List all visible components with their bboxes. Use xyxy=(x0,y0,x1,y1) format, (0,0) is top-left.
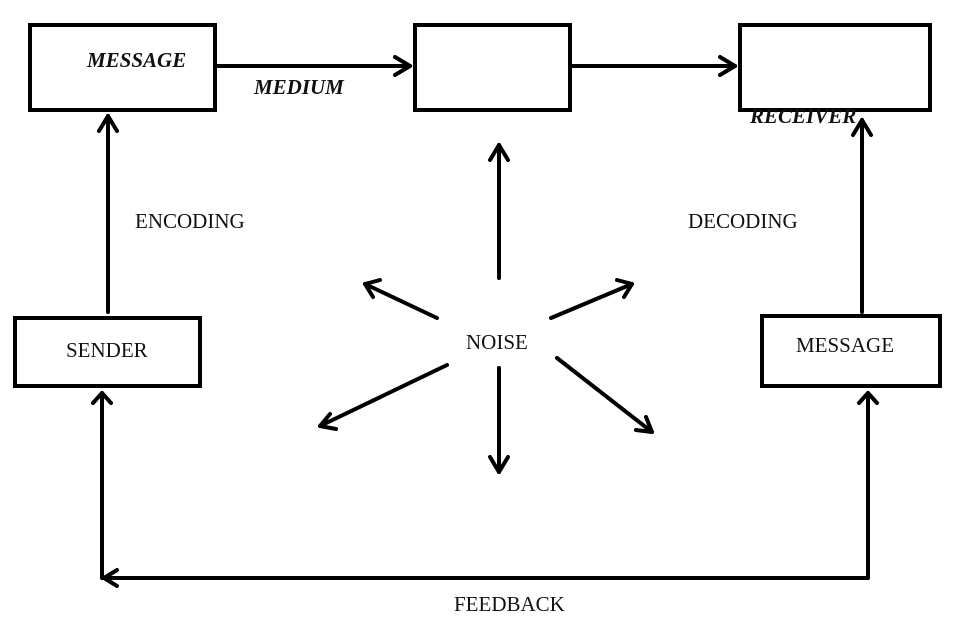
noise-arrow-lower-right xyxy=(555,356,654,434)
feedback-label: FEEDBACK xyxy=(454,592,565,616)
medium-label: MEDIUM xyxy=(253,75,345,99)
sender-label: SENDER xyxy=(66,338,148,362)
noise-arrow-lower-left xyxy=(318,363,449,431)
arrow-encoding xyxy=(97,114,119,314)
sender-box xyxy=(13,316,202,388)
message-label-top: MESSAGE xyxy=(86,48,186,72)
arrow-medium-to-receiver xyxy=(568,55,737,77)
message-box-right xyxy=(760,314,942,388)
arrow-decoding xyxy=(851,118,873,314)
message-label-right: MESSAGE xyxy=(796,333,894,357)
receiver-box xyxy=(738,23,932,112)
noise-arrow-upper-left xyxy=(363,278,439,320)
noise-arrow-up xyxy=(488,143,510,280)
encoding-label: ENCODING xyxy=(135,209,245,233)
decoding-label: DECODING xyxy=(688,209,798,233)
noise-arrow-upper-right xyxy=(549,278,634,320)
noise-label: NOISE xyxy=(466,330,528,354)
receiver-label: RECEIVER xyxy=(749,104,856,128)
arrow-feedback xyxy=(91,391,879,588)
medium-box xyxy=(413,23,572,112)
arrow-message-to-medium xyxy=(213,55,412,77)
noise-arrow-down xyxy=(488,366,510,474)
message-box-top xyxy=(28,23,217,112)
